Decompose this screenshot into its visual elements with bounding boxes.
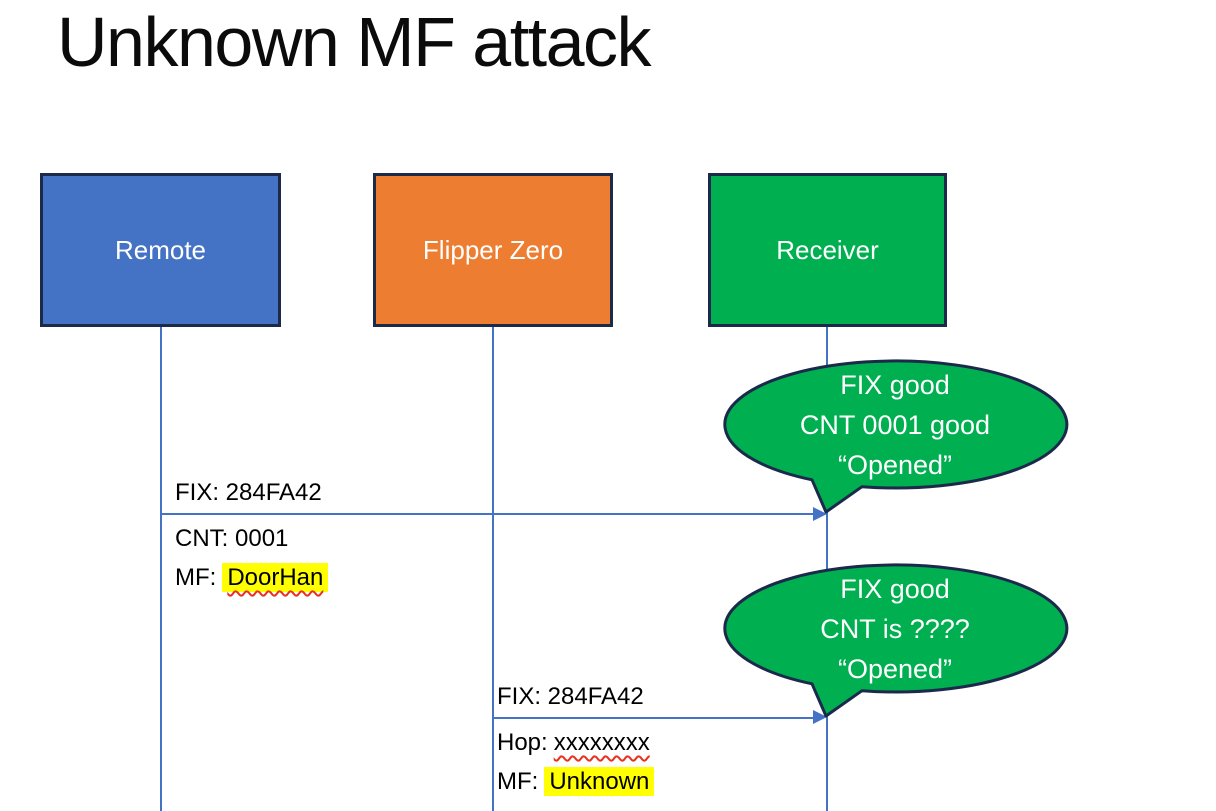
callout1-line1: FIX good	[840, 370, 950, 400]
message2-detail-labels: Hop:xxxxxxxx MF:Unknown	[497, 723, 655, 801]
callout1-line2: CNT 0001 good	[799, 410, 991, 440]
message1-cnt-label: CNT: 0001	[175, 525, 289, 552]
actor-box-receiver: Receiver	[708, 173, 947, 327]
message-arrow-1-line	[161, 513, 813, 515]
actor-label-remote: Remote	[114, 234, 207, 265]
message1-mf-value-highlight: DoorHan	[222, 563, 329, 592]
speech-callout-2: FIX good CNT is ???? “Opened”	[710, 557, 1080, 727]
speech-bubble-2-outline	[723, 563, 1069, 718]
message2-mf-prefix: MF:	[497, 768, 539, 795]
speech-callout-2-text: FIX good CNT is ???? “Opened”	[710, 569, 1080, 689]
callout2-line3: “Opened”	[837, 654, 953, 684]
message2-mf-value-highlight: Unknown	[544, 767, 655, 796]
callout2-line2: CNT is ????	[820, 614, 970, 644]
message1-mf-prefix: MF:	[175, 564, 217, 591]
actor-box-remote: Remote	[40, 173, 281, 327]
message2-fix-label: FIX: 284FA42	[497, 683, 644, 710]
message2-hop-line: Hop:xxxxxxxx	[497, 723, 654, 762]
message2-mf-line: MF:Unknown	[497, 762, 655, 801]
speech-callout-1-text: FIX good CNT 0001 good “Opened”	[710, 365, 1080, 485]
actor-label-flipper-zero: Flipper Zero	[422, 234, 564, 265]
lifeline-remote	[160, 327, 162, 811]
speech-bubble-1-outline	[723, 359, 1069, 514]
speech-bubble-2-shape	[723, 563, 1069, 718]
callout2-line1: FIX good	[840, 574, 950, 604]
lifeline-flipper-zero	[492, 327, 494, 811]
message-arrow-1-arrowhead-icon	[813, 507, 827, 521]
message1-detail-labels: CNT: 0001 MF:DoorHan	[175, 519, 329, 597]
slide-title: Unknown MF attack	[57, 3, 652, 81]
message1-mf-line: MF:DoorHan	[175, 558, 329, 597]
message1-fix-label: FIX: 284FA42	[175, 479, 322, 506]
message2-hop-value: xxxxxxxx	[553, 729, 650, 756]
message2-hop-prefix: Hop:	[497, 729, 548, 756]
message-arrow-2-line	[493, 717, 813, 719]
actor-label-receiver: Receiver	[776, 234, 879, 265]
callout1-line3: “Opened”	[837, 450, 953, 480]
actor-box-flipper-zero: Flipper Zero	[373, 173, 613, 327]
speech-callout-1: FIX good CNT 0001 good “Opened”	[710, 353, 1080, 523]
speech-bubble-1-shape	[723, 359, 1069, 514]
